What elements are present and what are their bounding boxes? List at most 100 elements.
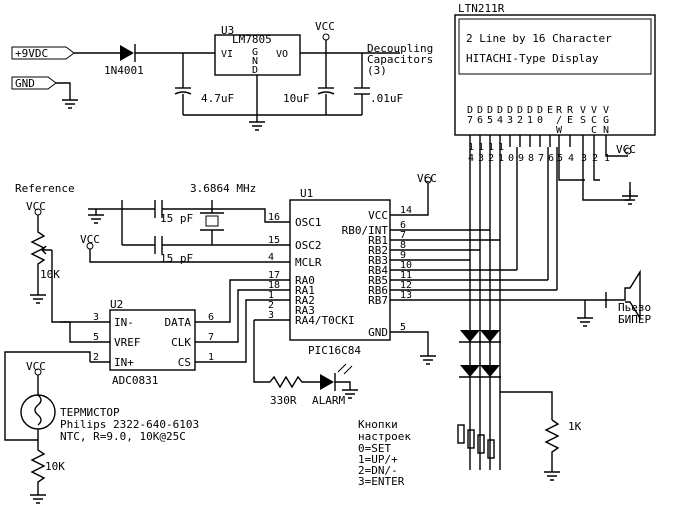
mcu-pin-name: RB0/INT <box>342 224 389 237</box>
svg-text:D: D <box>252 65 258 76</box>
thermistor-resistor: 10K <box>45 460 65 473</box>
button-3[interactable] <box>487 439 495 459</box>
lcd-pin-sub: 2 <box>517 115 523 126</box>
mcu-pin-num: 18 <box>268 280 280 291</box>
vcc-mcu: VCC <box>417 172 437 185</box>
button-item-1: 1=UP/+ <box>358 453 398 466</box>
cap-count-label: (3) <box>367 64 387 77</box>
reg-part: LM7805 <box>232 33 272 46</box>
mcu-pin-num: 14 <box>400 205 412 216</box>
mcu-pin-name: GND <box>368 326 388 339</box>
decoupling-label: Decoupling <box>367 42 433 55</box>
lcd-pin-top: V <box>580 105 586 116</box>
button-item-0: 0=SET <box>358 442 391 455</box>
adc-pin-name: DATA <box>165 316 192 329</box>
lcd-part: LTN211R <box>458 2 505 15</box>
lcd-pin-sub: S <box>580 115 586 126</box>
piezo-buzzer: Пьезо БИПЕР <box>577 269 651 327</box>
lcd-pin-sub2: C <box>591 125 597 136</box>
thermistor-section: VCC ТЕРМИСТОР Philips 2322-640-6103 NTC,… <box>4 351 199 504</box>
crystal-freq: 3.6864 MHz <box>190 182 256 195</box>
button-2[interactable] <box>477 434 485 454</box>
mcu-pin-num: 11 <box>400 270 412 281</box>
lcd-pin-sub: / <box>556 115 562 126</box>
adc-ref: U2 <box>110 298 123 311</box>
cap-c1-label: 15 pF <box>160 212 193 225</box>
buttons-title2: настроек <box>358 430 411 443</box>
lcd-pin-top: V <box>603 105 609 116</box>
mcu-pin-num: 17 <box>268 270 280 281</box>
mcu-pin-num: 16 <box>268 212 280 223</box>
lcd-pin-sub: 1 <box>527 115 533 126</box>
lcd-pin-num: 6 <box>548 153 554 164</box>
adc-pin-num: 6 <box>208 312 214 323</box>
mcu-pin-num: 5 <box>400 322 406 333</box>
lcd-pin-top: D <box>517 105 523 116</box>
lcd-pin-top: D <box>467 105 473 116</box>
reg-gnd: G <box>252 47 258 58</box>
lcd-module: LTN211R 2 Line by 16 Character HITACHI-T… <box>454 2 656 164</box>
lcd-pin-num: 1 <box>478 142 484 153</box>
power-section: +9VDC GND 1N4001 4.7uF U3 LM7805 VI VO G… <box>11 20 433 131</box>
mcu-pin-num: 12 <box>400 280 412 291</box>
lcd-pin-num: 1 <box>604 153 610 164</box>
button-item-3: 3=ENTER <box>358 475 405 488</box>
lcd-pin-sub2: W <box>556 125 563 136</box>
mcu-pin-name: RB7 <box>368 294 388 307</box>
vin-tag <box>11 46 75 60</box>
mcu-part: PIC16C84 <box>308 344 361 357</box>
reg-vi: VI <box>221 49 233 60</box>
gnd-label: GND <box>15 77 35 90</box>
mcu-pin-num: 2 <box>268 300 274 311</box>
lcd-pin-sub: 5 <box>487 115 493 126</box>
mcu-pin-num: 8 <box>400 240 406 251</box>
lcd-pin-sub: 0 <box>537 115 543 126</box>
lcd-pin-top: R <box>567 105 574 116</box>
lcd-pin-num: 4 <box>568 153 574 164</box>
adc-pin-num: 3 <box>93 312 99 323</box>
adc-pin-name: CLK <box>171 336 191 349</box>
mcu-pin-num: 4 <box>268 252 274 263</box>
vcc-ref: VCC <box>26 200 46 213</box>
lcd-pin-sub2: N <box>603 125 609 136</box>
mcu-pin-name: RA1 <box>295 284 315 297</box>
cap-out-label: 10uF <box>283 92 310 105</box>
lcd-pin-top: D <box>537 105 543 116</box>
adc-pin-name: IN+ <box>114 356 134 369</box>
mcu-pin-num: 10 <box>400 260 412 271</box>
lcd-pin-sub: C <box>591 115 597 126</box>
cap-in-label: 4.7uF <box>201 92 234 105</box>
lcd-pin-top: V <box>591 105 597 116</box>
button-1[interactable] <box>467 429 475 449</box>
diode-1n4001 <box>120 44 136 62</box>
lcd-pin-sub: E <box>567 115 573 126</box>
lcd-pin-top: R <box>556 105 563 116</box>
mcu-pin-name: RA4/T0CKI <box>295 314 355 327</box>
diode-label: 1N4001 <box>104 64 144 77</box>
buzzer-line1: Пьезо <box>618 301 651 314</box>
mcu-pin-name: OSC1 <box>295 216 322 229</box>
pot-label: 10K <box>40 268 60 281</box>
lcd-pin-num: 1 <box>488 142 494 153</box>
thermistor-spec: NTC, R=9.0, 10K@25C <box>60 430 186 443</box>
mcu-pin-name: RB3 <box>368 254 388 267</box>
lcd-pin-top: D <box>497 105 503 116</box>
reg-vo: VO <box>276 49 288 60</box>
adc-pin-name: VREF <box>114 336 141 349</box>
mcu-pin-num: 6 <box>400 220 406 231</box>
adc-pin-name: CS <box>178 356 191 369</box>
mcu-pin-name: VCC <box>368 209 388 222</box>
button-0[interactable] <box>457 424 465 444</box>
crystal-section: 3.6864 MHz 15 pF 15 pF VCC <box>80 182 290 265</box>
mcu-pin-name: MCLR <box>295 256 322 269</box>
vin-label: +9VDC <box>15 47 48 60</box>
lcd-pin-num: 9 <box>518 153 524 164</box>
lcd-pin-num: 5 <box>557 153 563 164</box>
ground-symbol <box>62 99 78 109</box>
lcd-pin-num: 1 <box>498 142 504 153</box>
svg-text:N: N <box>252 56 258 67</box>
adc-pin-name: IN- <box>114 316 134 329</box>
lcd-pin-num: 3 <box>581 153 587 164</box>
mcu-pin-name: OSC2 <box>295 239 322 252</box>
